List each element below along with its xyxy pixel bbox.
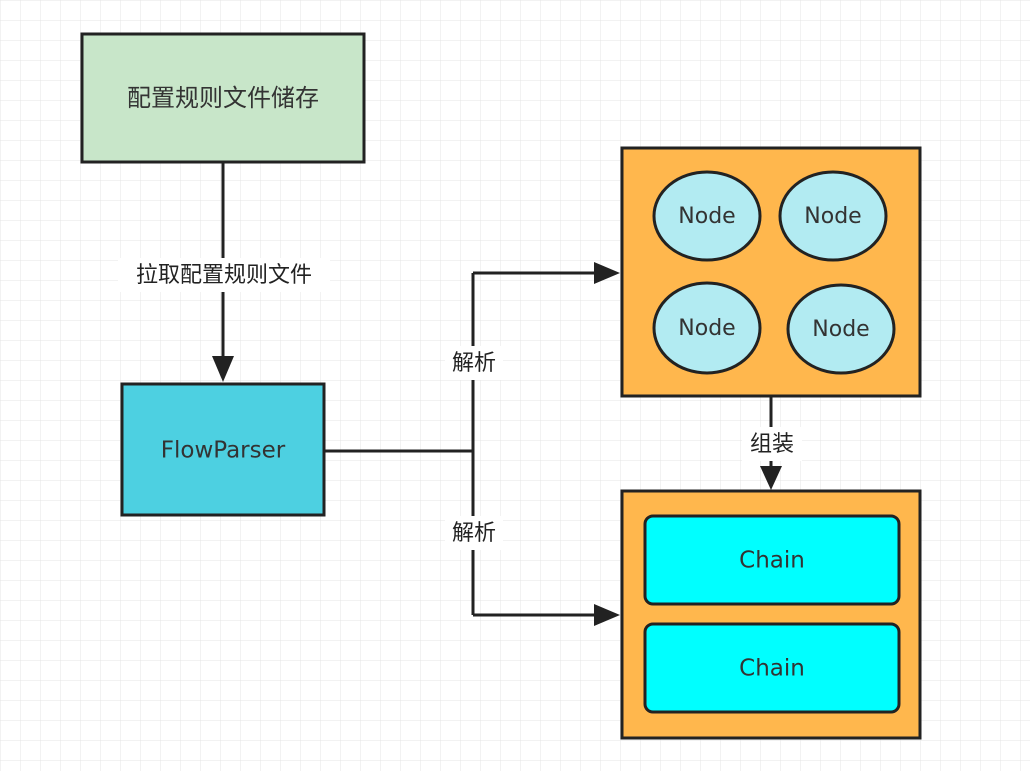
- edge-label-fetch-text: 拉取配置规则文件: [136, 263, 312, 288]
- edge-label-assemble-text: 组装: [750, 432, 794, 457]
- chain-label: Chain: [739, 656, 805, 682]
- chain-item[interactable]: Chain: [643, 514, 901, 606]
- flowparser-label: FlowParser: [161, 438, 286, 464]
- arrowhead-to-nodes: [594, 262, 620, 284]
- node-label: Node: [678, 316, 735, 341]
- edge-parse: [323, 262, 620, 626]
- node-item[interactable]: Node: [778, 170, 888, 262]
- node-item[interactable]: Node: [786, 283, 896, 375]
- node-item[interactable]: Node: [652, 281, 762, 375]
- chain-item[interactable]: Chain: [643, 622, 901, 714]
- node-container[interactable]: Node Node Node Node: [620, 146, 922, 398]
- node-label: Node: [812, 317, 869, 342]
- node-item[interactable]: Node: [652, 170, 762, 262]
- edge-label-parse-top-text: 解析: [452, 351, 496, 376]
- edge-label-fetch: 拉取配置规则文件: [118, 258, 330, 292]
- arrowhead-to-chains: [594, 604, 620, 626]
- edge-label-assemble: 组装: [742, 427, 802, 461]
- edge-label-parse-bottom-text: 解析: [452, 521, 496, 546]
- edge-label-parse-bottom: 解析: [445, 516, 503, 550]
- node-label: Node: [678, 204, 735, 229]
- edge-label-parse-top: 解析: [445, 346, 503, 380]
- chain-container[interactable]: Chain Chain: [620, 489, 922, 740]
- node-label: Node: [804, 204, 861, 229]
- chain-label: Chain: [739, 548, 805, 574]
- config-storage-label: 配置规则文件储存: [127, 84, 319, 112]
- flowparser-box[interactable]: FlowParser: [120, 382, 326, 517]
- config-storage-box[interactable]: 配置规则文件储存: [80, 32, 366, 164]
